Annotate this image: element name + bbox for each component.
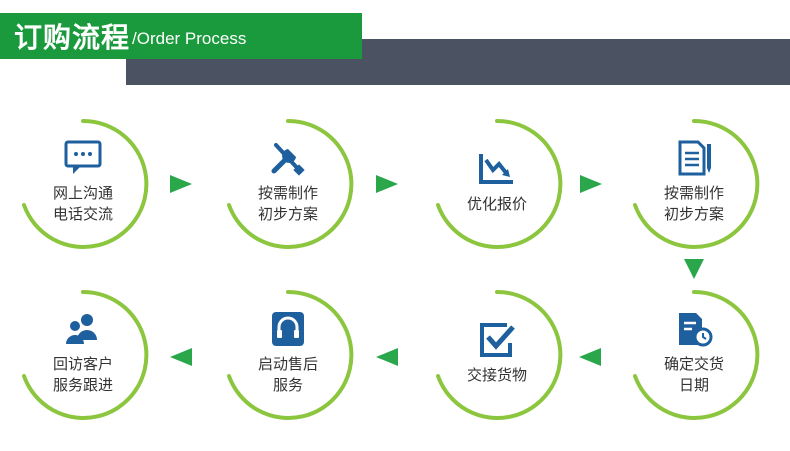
ring-decoration xyxy=(22,289,149,420)
ring-decoration xyxy=(436,118,563,249)
step-1: 网上沟通 电话交流 xyxy=(16,117,150,251)
arrow-right-icon xyxy=(170,175,192,193)
arrow-down-icon xyxy=(684,259,704,279)
step-label: 交接货物 xyxy=(466,365,527,384)
chat-icon xyxy=(64,140,102,174)
arrow-left-icon xyxy=(170,348,192,366)
arrow-right-icon xyxy=(580,175,602,193)
page-title: 订购流程 xyxy=(14,21,131,54)
step-label: 网上沟通 电话交流 xyxy=(52,184,113,223)
step-6: 交接货物 xyxy=(430,288,564,422)
arrow-left-icon xyxy=(376,348,398,366)
checkbox-icon xyxy=(480,322,515,357)
arrow-left-icon xyxy=(579,348,601,366)
step-3: 优化报价 xyxy=(430,117,564,251)
users-icon xyxy=(66,314,97,344)
step-label: 优化报价 xyxy=(466,194,527,213)
tools-icon xyxy=(271,143,305,176)
document-clock-icon xyxy=(679,313,713,347)
step-label: 按需制作 初步方案 xyxy=(663,184,724,223)
ring-decoration xyxy=(633,118,760,249)
ring-decoration xyxy=(227,118,354,249)
step-4: 按需制作 初步方案 xyxy=(627,117,761,251)
ring-decoration xyxy=(22,118,149,249)
step-label: 按需制作 初步方案 xyxy=(257,184,318,223)
page-subtitle: /Order Process xyxy=(132,29,247,48)
step-5: 确定交货 日期 xyxy=(627,288,761,422)
headset-icon xyxy=(272,312,304,346)
step-8: 回访客户 服务跟进 xyxy=(16,288,150,422)
step-label: 启动售后 服务 xyxy=(257,355,318,394)
step-label: 确定交货 日期 xyxy=(663,355,724,394)
step-label: 回访客户 服务跟进 xyxy=(52,355,113,394)
ring-decoration xyxy=(436,289,563,420)
step-2: 按需制作 初步方案 xyxy=(221,117,355,251)
chart-down-icon xyxy=(479,153,513,184)
arrow-right-icon xyxy=(376,175,398,193)
ring-decoration xyxy=(633,289,760,420)
header-title-bar: 订购流程 /Order Process xyxy=(0,13,362,59)
step-7: 启动售后 服务 xyxy=(221,288,355,422)
ring-decoration xyxy=(227,289,354,420)
document-pen-icon xyxy=(678,140,711,176)
